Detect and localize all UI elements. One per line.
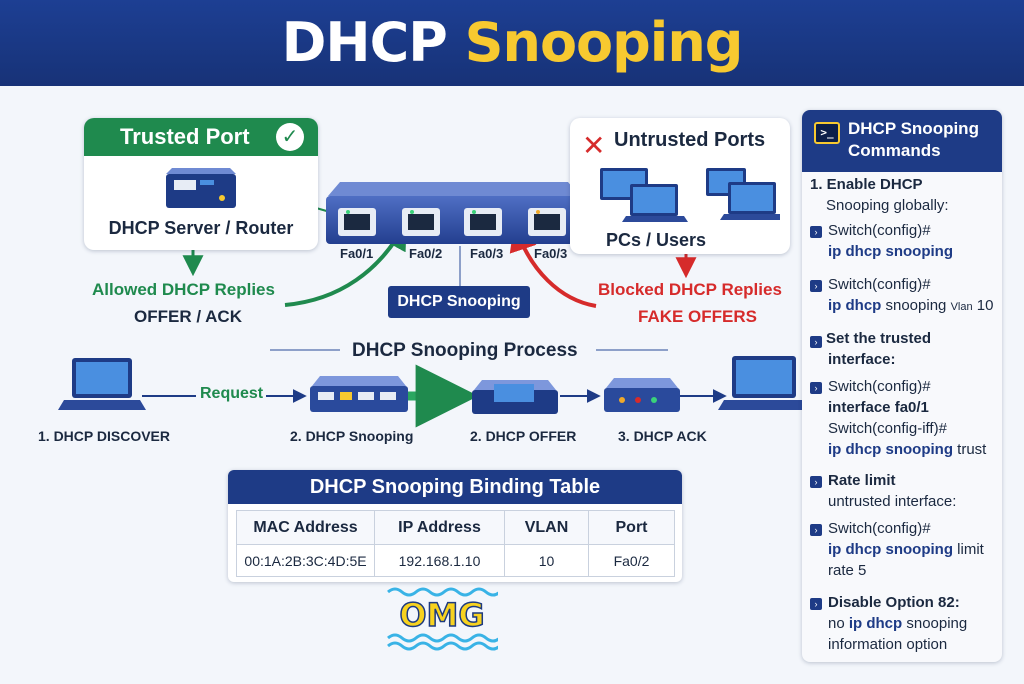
terminal-icon: >_ (814, 122, 840, 144)
command-line: Switch(config)# ip dhcp snooping Vlan 10 (828, 276, 994, 314)
switch-icon (326, 182, 582, 244)
process-title: DHCP Snooping Process (352, 340, 578, 361)
command-line: Switch(config)# ip dhcp snooping limit r… (828, 520, 984, 579)
watermark-logo: OMG (386, 586, 498, 652)
dhcp-server-label: DHCP Server / Router (108, 218, 294, 238)
title-banner: DHCP Snooping (0, 0, 1024, 86)
watermark-text: OMG (399, 595, 486, 635)
router-icon (604, 378, 680, 412)
port-label: Fa0/3 (534, 246, 568, 261)
monitor-icon (600, 168, 780, 222)
command-bullet-icon: › (810, 336, 822, 348)
binding-table-title: DHCP Snooping Binding Table (228, 470, 682, 504)
laptop-icon (718, 356, 810, 410)
commands-panel: >_ DHCP Snooping Commands 1. Enable DHCP… (802, 110, 1002, 662)
command-line: Disable Option 82: no ip dhcp snooping i… (828, 594, 968, 653)
port-label: Fa0/3 (470, 246, 504, 261)
step-label: 2. DHCP Snooping (290, 428, 414, 444)
untrusted-ports-header: ✕ Untrusted Ports (570, 118, 790, 162)
step-label: 2. DHCP OFFER (470, 428, 577, 444)
request-label: Request (200, 385, 264, 402)
command-bullet-icon: › (810, 524, 822, 536)
port-label: Fa0/1 (340, 246, 374, 261)
server-icon (166, 168, 236, 208)
column-header: IP Address (374, 510, 505, 545)
trusted-port-header: Trusted Port ✓ (84, 118, 318, 156)
binding-table-panel: DHCP Snooping Binding Table MAC Address … (228, 470, 682, 582)
command-step-title: 1. Enable DHCP Snooping globally: (810, 176, 949, 214)
table-row: 00:1A:2B:3C:4D:5E 192.168.1.10 10 Fa0/2 (236, 544, 675, 577)
command-bullet-icon: › (810, 598, 822, 610)
page-title: DHCP Snooping (281, 11, 744, 74)
table-cell: 192.168.1.10 (374, 544, 505, 577)
offer-ack-label: OFFER / ACK (134, 307, 242, 326)
table-cell: 10 (504, 544, 589, 577)
table-header-row: MAC Address IP Address VLAN Port (236, 510, 675, 545)
command-bullet-icon: › (810, 382, 822, 394)
step-label: 3. DHCP ACK (618, 428, 707, 444)
pcs-users-label: PCs / Users (606, 230, 707, 250)
allowed-replies-label: Allowed DHCP Replies (92, 280, 275, 299)
untrusted-ports-panel: ✕ Untrusted Ports PCs / Users (570, 118, 790, 254)
wave-icon (387, 587, 498, 651)
step-label: 1. DHCP DISCOVER (38, 428, 170, 444)
fake-offers-label: FAKE OFFERS (638, 307, 758, 326)
command-line: Switch(config)# ip dhcp snooping (828, 222, 953, 260)
port-label: Fa0/2 (409, 246, 443, 261)
command-bullet-icon: › (810, 280, 822, 292)
trusted-port-panel: Trusted Port ✓ DHCP Server / Router (84, 118, 318, 250)
column-header: VLAN (504, 510, 589, 545)
table-cell: 00:1A:2B:3C:4D:5E (236, 544, 375, 577)
command-bullet-icon: › (810, 476, 822, 488)
binding-table: MAC Address IP Address VLAN Port 00:1A:2… (236, 510, 675, 577)
switch-icon (310, 376, 408, 412)
dhcp-snooping-switch-label: DHCP Snooping (388, 286, 530, 318)
command-step-title: Set the trusted interface: (826, 330, 932, 368)
command-step-title: Rate limit untrusted interface: (828, 472, 957, 510)
laptop-icon (58, 358, 146, 410)
router-icon (472, 380, 558, 414)
command-bullet-icon: › (810, 226, 822, 238)
command-line: Switch(config)# interface fa0/1 Switch(c… (828, 378, 987, 458)
x-icon: ✕ (582, 130, 606, 161)
blocked-replies-label: Blocked DHCP Replies (598, 280, 782, 299)
column-header: MAC Address (236, 510, 375, 545)
commands-header: >_ DHCP Snooping Commands (802, 110, 1002, 172)
table-cell: Fa0/2 (588, 544, 675, 577)
column-header: Port (588, 510, 675, 545)
check-icon: ✓ (276, 123, 304, 151)
